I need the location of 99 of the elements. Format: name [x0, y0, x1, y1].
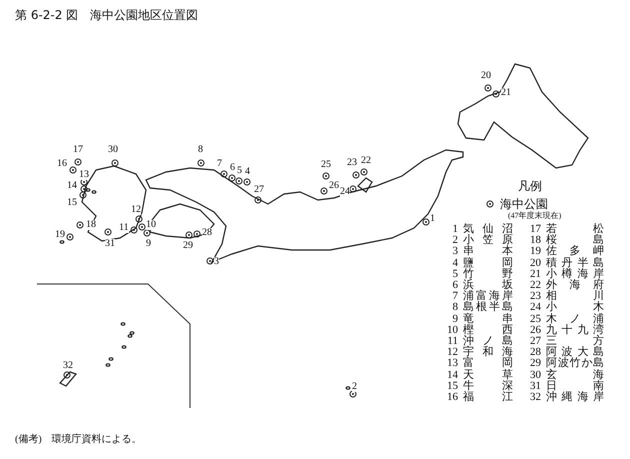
site-number: 7 [217, 159, 222, 169]
site-name: 浦富海岸 [463, 291, 513, 302]
legend-text: 海中公園 [500, 198, 548, 210]
site-name: 桜島 [546, 235, 604, 246]
site-number: 3 [452, 246, 458, 258]
site-number: 21 [529, 268, 541, 280]
site-number: 24 [529, 302, 541, 314]
site-number: 6 [452, 280, 458, 292]
site-number: 27 [254, 185, 264, 195]
site-number: 31 [105, 239, 115, 249]
site-number: 16 [446, 392, 458, 403]
site-number: 2 [352, 382, 357, 392]
site-name: 天草 [463, 370, 513, 381]
site-number: 9 [452, 314, 458, 325]
site-number: 18 [529, 235, 541, 246]
site-number: 15 [67, 198, 77, 208]
site-name: 玄海 [546, 370, 604, 381]
site-number: 29 [183, 241, 193, 251]
site-number: 5 [452, 268, 458, 280]
site-number: 23 [347, 158, 357, 168]
figure-note: (備考) 環境庁資料による。 [15, 432, 142, 447]
site-number: 22 [529, 280, 541, 292]
site-number: 32 [63, 361, 73, 371]
site-number: 26 [329, 181, 339, 191]
site-name: 積丹半島 [546, 258, 604, 269]
site-name: 竜串 [463, 314, 513, 325]
site-name: 鹽岡 [463, 258, 513, 269]
site-name: 富岡 [463, 358, 513, 370]
site-name: 樫西 [463, 324, 513, 336]
site-name: 日南 [546, 380, 604, 392]
site-number: 11 [446, 336, 458, 347]
site-name: 若松 [546, 224, 604, 236]
site-number: 20 [529, 258, 541, 269]
site-number: 7 [452, 291, 458, 302]
site-number: 25 [529, 314, 541, 325]
site-name: 沖縄海岸 [546, 392, 604, 403]
site-name: 木ノ浦 [546, 314, 604, 325]
site-number: 12 [446, 347, 458, 358]
site-number: 23 [529, 291, 541, 302]
site-number: 29 [529, 358, 541, 370]
site-number: 8 [452, 302, 458, 314]
site-number: 31 [529, 380, 541, 392]
legend-heading: 凡例 [518, 180, 542, 192]
site-name: 三方 [546, 336, 604, 347]
site-number: 16 [57, 159, 67, 169]
site-number: 28 [202, 228, 212, 238]
site-name: 気仙沼 [463, 224, 513, 236]
site-name: 串本 [463, 246, 513, 258]
site-number: 9 [146, 239, 151, 249]
site-name: 福江 [463, 392, 513, 403]
legend-note: (47年度末現在) [508, 212, 562, 220]
site-number: 20 [481, 71, 491, 81]
site-number: 11 [119, 223, 129, 233]
site-number: 30 [108, 145, 118, 155]
site-name: 小笠原 [463, 235, 513, 246]
figure-title: 第 6-2-2 図 海中公園地区位置図 [15, 7, 198, 24]
site-number: 19 [529, 246, 541, 258]
site-number: 10 [446, 324, 458, 336]
site-number: 14 [446, 370, 458, 381]
site-name: 佐多岬 [546, 246, 604, 258]
site-name: 外海府 [546, 280, 604, 292]
site-number: 5 [237, 166, 242, 176]
site-name: 小木 [546, 302, 604, 314]
site-number: 26 [529, 324, 541, 336]
site-name: 竹野 [463, 268, 513, 280]
site-number: 13 [446, 358, 458, 370]
site-number: 28 [529, 347, 541, 358]
site-number: 3 [214, 257, 219, 267]
site-number: 25 [321, 160, 331, 170]
site-number: 24 [340, 187, 350, 197]
site-number: 14 [67, 181, 77, 191]
site-number: 27 [529, 336, 541, 347]
site-number: 8 [198, 145, 203, 155]
site-name: 九十九湾 [546, 324, 604, 336]
site-name: 沖ノ島 [463, 336, 513, 347]
site-number: 10 [146, 220, 156, 230]
site-name: 島根半島 [463, 302, 513, 314]
site-number: 19 [55, 230, 65, 240]
site-name: 相川 [546, 291, 604, 302]
site-number: 18 [86, 220, 96, 230]
site-number: 2 [452, 235, 458, 246]
site-number: 4 [245, 167, 250, 177]
site-name: 阿波竹か島 [546, 358, 604, 370]
site-number: 22 [361, 156, 371, 166]
site-name: 阿波大島 [546, 347, 604, 358]
site-number: 6 [230, 163, 235, 173]
site-number: 1 [430, 214, 435, 224]
site-number: 1 [452, 224, 458, 236]
site-number: 21 [501, 88, 511, 98]
site-number: 12 [131, 205, 141, 215]
site-number: 17 [73, 145, 83, 155]
site-number: 32 [529, 392, 541, 403]
site-number: 15 [446, 380, 458, 392]
site-number: 13 [79, 170, 89, 180]
site-number: 4 [452, 258, 458, 269]
site-number: 17 [529, 224, 541, 236]
site-name: 牛深 [463, 380, 513, 392]
site-number: 30 [529, 370, 541, 381]
site-name: 小樽海岸 [546, 268, 604, 280]
